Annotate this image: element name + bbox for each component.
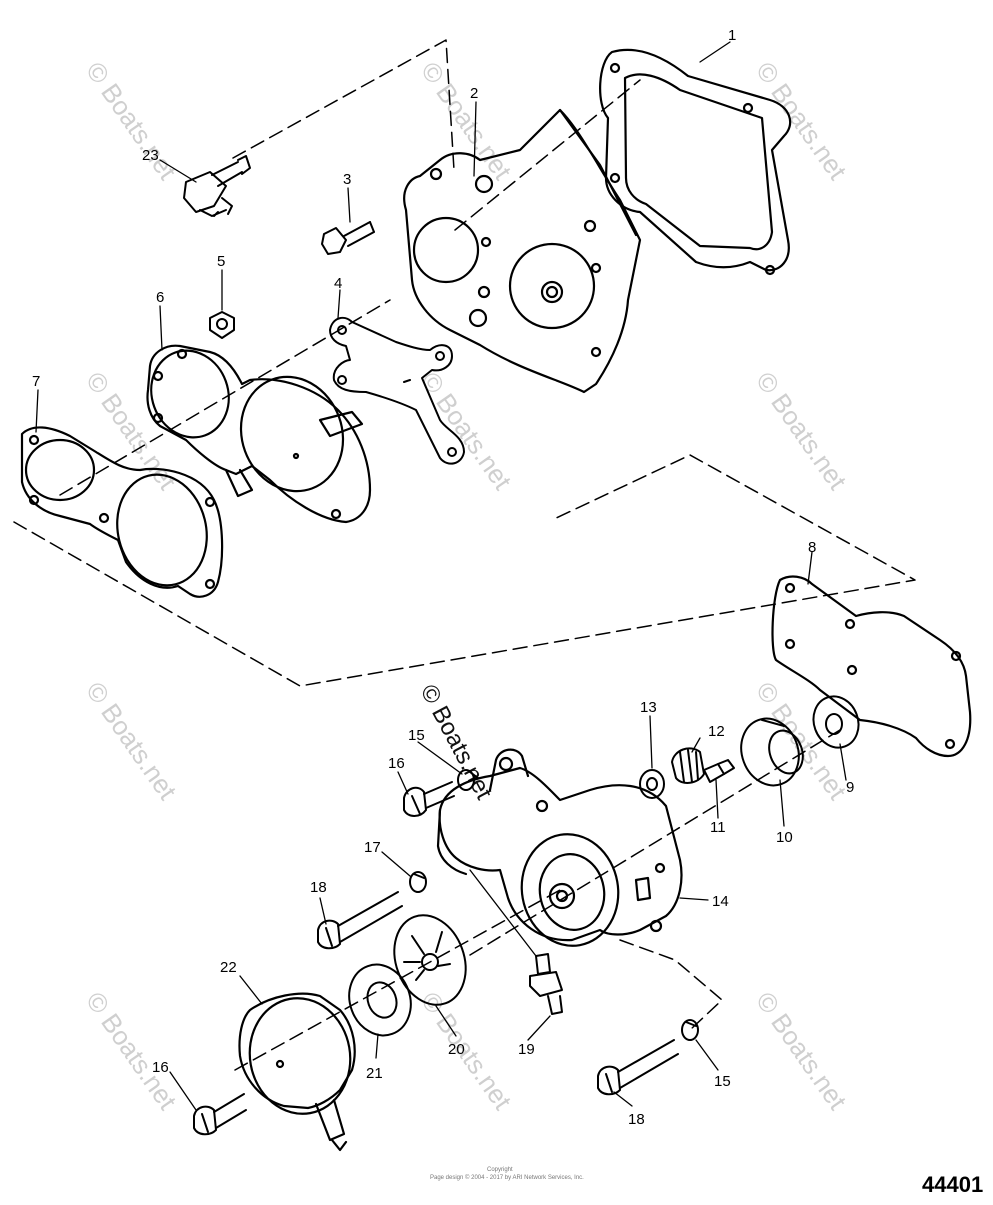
part-10-diaphragm	[740, 717, 804, 787]
part-16-screw-lower	[193, 1093, 247, 1136]
watermark-text: © Boats.net	[80, 676, 183, 805]
callout-21: 21	[366, 1065, 383, 1082]
callout-4: 4	[334, 275, 342, 292]
part-22-cover-cap	[238, 992, 356, 1152]
callout-5: 5	[217, 253, 225, 270]
watermark-text-dark: © Boats.net	[415, 680, 498, 804]
callout-3: 3	[343, 171, 351, 188]
watermark-text: © Boats.net	[750, 676, 853, 805]
part-3-bolt	[321, 221, 375, 255]
callout-23: 23	[142, 147, 159, 164]
callout-17: 17	[364, 839, 381, 856]
part-2-plate-cover	[403, 108, 642, 394]
copyright-line: Copyright	[487, 1167, 513, 1173]
part-6-housing	[146, 344, 372, 524]
part-1-gasket	[599, 48, 792, 276]
callout-12: 12	[708, 723, 725, 740]
part-16-screw-upper	[403, 781, 455, 817]
watermarks: © Boats.net © Boats.net © Boats.net © Bo…	[80, 56, 853, 1115]
callout-2: 2	[470, 85, 478, 102]
callout-13: 13	[640, 699, 657, 716]
footer: Copyright Page design © 2004 - 2017 by A…	[430, 1167, 983, 1197]
callout-labels: 1 2 3 23 5 4 6 7 8 9 10 11 12 13 14 15 1…	[32, 27, 854, 1128]
part-12-fitting	[671, 747, 705, 784]
part-18-long-screw-upper	[317, 891, 403, 950]
part-11-screw	[703, 759, 735, 783]
callout-20: 20	[448, 1041, 465, 1058]
part-17-lock-washer	[409, 871, 427, 893]
watermark-text: © Boats.net	[80, 56, 183, 185]
part-9-washer	[812, 695, 860, 749]
callout-18-upper: 18	[310, 879, 327, 896]
copyright-line: Page design © 2004 - 2017 by ARI Network…	[430, 1174, 584, 1181]
callout-10: 10	[776, 829, 793, 846]
callout-15-upper: 15	[408, 727, 425, 744]
part-8-gasket	[771, 575, 972, 758]
part-4-bracket	[329, 316, 465, 465]
part-13-washer	[639, 769, 665, 799]
watermark-text: © Boats.net	[415, 986, 518, 1115]
callout-19: 19	[518, 1041, 535, 1058]
watermark-text: © Boats.net	[750, 986, 853, 1115]
callout-1: 1	[728, 27, 736, 44]
part-15-lock-washer-lower	[681, 1019, 699, 1041]
figure-number: 44401	[922, 1172, 983, 1197]
callout-18-lower: 18	[628, 1111, 645, 1128]
watermark-text: © Boats.net	[415, 366, 518, 495]
callout-16-lower: 16	[152, 1059, 169, 1076]
watermark-text: © Boats.net	[80, 986, 183, 1115]
callout-11: 11	[710, 819, 726, 836]
part-14-pump-body	[436, 748, 683, 947]
part-15-lock-washer-upper	[457, 769, 479, 791]
callout-14: 14	[712, 893, 729, 910]
leader-lines	[35, 41, 847, 1111]
part-7-gasket	[20, 426, 224, 598]
callout-8: 8	[808, 539, 816, 556]
part-19-fitting	[529, 953, 563, 1015]
part-18-long-screw-lower	[597, 1039, 679, 1096]
part-20-impeller-plate	[393, 914, 467, 1006]
callout-22: 22	[220, 959, 237, 976]
callout-7: 7	[32, 373, 40, 390]
callout-15-lower: 15	[714, 1073, 731, 1090]
callout-9: 9	[846, 779, 854, 796]
part-21-washer	[348, 963, 412, 1037]
part-23-elbow-fitting	[183, 155, 251, 217]
watermark-text: © Boats.net	[750, 366, 853, 495]
callout-16-upper: 16	[388, 755, 405, 772]
part-5-nut	[209, 311, 235, 339]
callout-6: 6	[156, 289, 164, 306]
